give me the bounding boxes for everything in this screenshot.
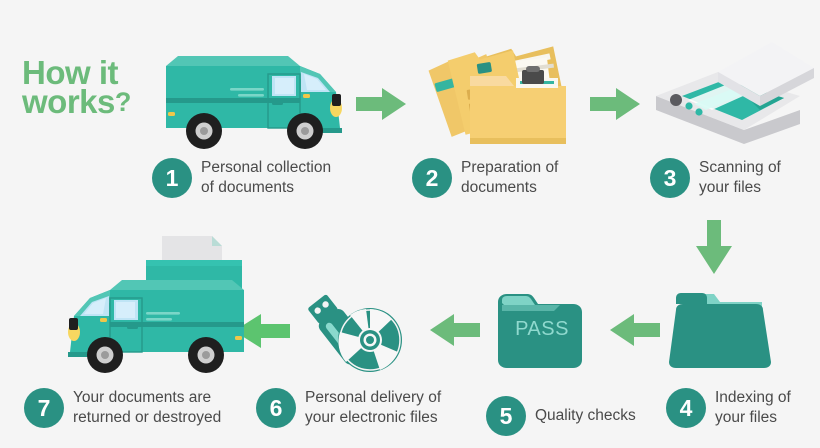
pass-folder-label: PASS [515, 318, 569, 340]
step-5: 5 Quality checks [486, 396, 636, 436]
step-6: 6 Personal delivery of your electronic f… [256, 388, 441, 428]
step-4: 4 Indexing of your files [666, 388, 791, 428]
step-2-label: Preparation of documents [461, 159, 559, 196]
pass-folder-icon [494, 288, 586, 377]
step-1-badge: 1 [152, 158, 192, 198]
page-title-question-mark: ? [114, 87, 132, 118]
page-title-line2: works [22, 83, 115, 121]
step-1-label: Personal collection of documents [201, 159, 332, 196]
step-3: 3 Scanning of your files [650, 158, 781, 198]
arrow-step6-to-step7 [232, 312, 292, 355]
shredder-truck-icon [0, 226, 250, 383]
step-1: 1 Personal collection of documents [152, 158, 331, 198]
step-7-label: Your documents are returned or destroyed [73, 389, 222, 426]
step-3-label: Scanning of your files [699, 159, 781, 196]
step-4-label: Indexing of your files [715, 389, 791, 426]
step-3-badge: 3 [650, 158, 690, 198]
usb-and-disc-icon [306, 282, 410, 379]
step-2-badge: 2 [412, 158, 452, 198]
step-6-label: Personal delivery of your electronic fil… [305, 389, 442, 426]
arrow-step1-to-step2 [354, 86, 408, 127]
step-2: 2 Preparation of documents [412, 158, 558, 198]
step-4-badge: 4 [666, 388, 706, 428]
step-7: 7 Your documents are returned or destroy… [24, 388, 221, 428]
arrow-step5-to-step6 [428, 312, 482, 353]
paper-folders-icon [424, 40, 580, 155]
step-5-badge: 5 [486, 396, 526, 436]
flatbed-scanner-icon [648, 34, 814, 155]
step-7-badge: 7 [24, 388, 64, 428]
page-title-line1: How it [22, 54, 118, 91]
arrow-step3-to-step4 [694, 218, 734, 281]
step-5-label: Quality checks [535, 407, 636, 425]
page-title: How it works? [22, 56, 172, 118]
open-folder-icon [658, 288, 784, 377]
step-6-badge: 6 [256, 388, 296, 428]
arrow-step2-to-step3 [588, 86, 642, 127]
delivery-truck-icon [160, 32, 345, 159]
arrow-step4-to-step5 [608, 312, 662, 353]
